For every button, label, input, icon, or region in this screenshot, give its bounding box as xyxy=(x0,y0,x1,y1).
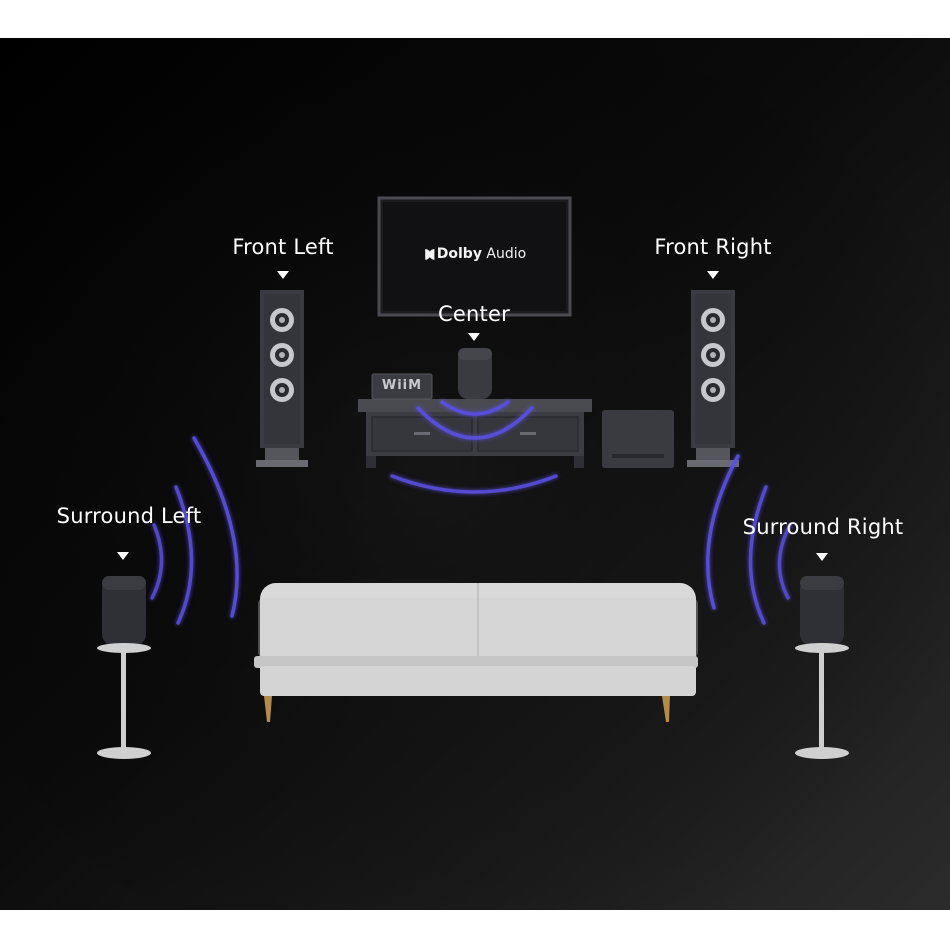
label-surround-right: Surround Right xyxy=(742,515,904,539)
subwoofer xyxy=(602,410,674,468)
label-front-left: Front Left xyxy=(232,235,334,259)
tv-dolby-logo: ◗◖Dolby Audio xyxy=(424,246,527,262)
label-center: Center xyxy=(438,302,510,326)
front-right-speaker xyxy=(687,290,739,467)
pointer-surround-right-icon xyxy=(816,553,828,561)
dolby-mark-icon: ◗◖ xyxy=(424,246,436,262)
label-surround-left: Surround Left xyxy=(56,504,202,528)
surround-right-speaker xyxy=(795,576,849,759)
home-theater-scene xyxy=(0,38,950,910)
sound-waves xyxy=(150,400,792,625)
label-front-right: Front Right xyxy=(654,235,772,259)
pointer-center-icon xyxy=(468,333,480,341)
sofa xyxy=(254,583,698,722)
media-console xyxy=(358,399,592,468)
wiim-streamer xyxy=(371,373,433,400)
pointer-front-left-icon xyxy=(277,271,289,279)
tv xyxy=(377,196,572,317)
pointer-surround-left-icon xyxy=(117,552,129,560)
surround-left-speaker xyxy=(97,576,151,759)
wiim-label: WiiM xyxy=(381,378,423,393)
pointer-front-right-icon xyxy=(707,271,719,279)
front-left-speaker xyxy=(256,290,308,467)
center-speaker xyxy=(458,348,492,399)
